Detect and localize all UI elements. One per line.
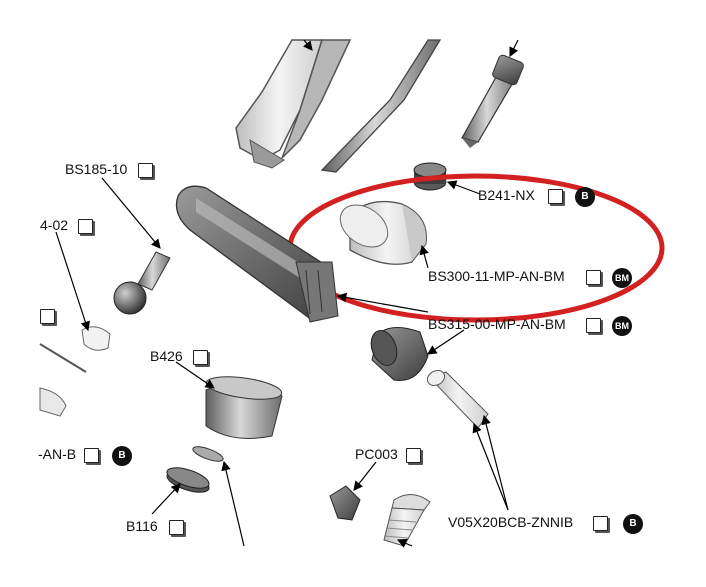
badge-v05x20bcb: B [623,514,643,534]
washer-b116 [166,467,210,493]
checkbox-bs185-10[interactable] [138,163,153,178]
bolt-part [461,54,524,148]
badge-an-b: B [112,446,132,466]
frame-blade [320,39,442,173]
badge-bs300-11: BM [612,268,632,288]
ball-joint-bs185 [113,251,171,315]
label-an-b: -AN-B [38,446,77,462]
label-bs185-10: BS185-10 [65,161,128,177]
highlight-ellipse [287,173,665,323]
bushing-b426 [205,376,283,439]
checkbox-pc003[interactable] [406,448,421,463]
label-b116: B116 [126,518,158,534]
checkbox-an-b[interactable] [84,448,99,463]
frame-part-top [235,39,352,169]
pin-part [426,369,489,429]
checkbox-b116[interactable] [169,520,184,535]
left-fragments [39,326,111,417]
bushing-bs300 [339,200,427,265]
rocker-link [175,185,339,323]
clip-pc003 [329,485,361,521]
badge-b241-nx: B [575,187,595,207]
checkbox-b241-nx[interactable] [548,189,563,204]
screw-part [383,494,431,547]
checkbox-bs315-00[interactable] [586,318,601,333]
label-bs315-00: BS315-00-MP-AN-BM [428,316,566,332]
washer-part [192,446,224,462]
checkbox-bs300-11[interactable] [586,270,601,285]
label-part-4-02: 4-02 [40,217,69,233]
label-b426: B426 [150,348,183,364]
checkbox-v05x20bcb[interactable] [593,516,608,531]
badge-bs315-00: BM [612,316,632,336]
label-b241-nx: B241-NX [478,187,535,203]
label-v05x20bcb: V05X20BCB-ZNNIB [448,514,574,530]
cup-bs315 [370,327,429,381]
label-bs300-11: BS300-11-MP-AN-BM [428,268,565,284]
checkbox-part-4-02[interactable] [78,219,93,234]
checkbox-b426[interactable] [193,350,208,365]
leader-lines [55,39,519,548]
checkbox-left-partial[interactable] [40,309,55,324]
label-pc003: PC003 [355,446,398,462]
